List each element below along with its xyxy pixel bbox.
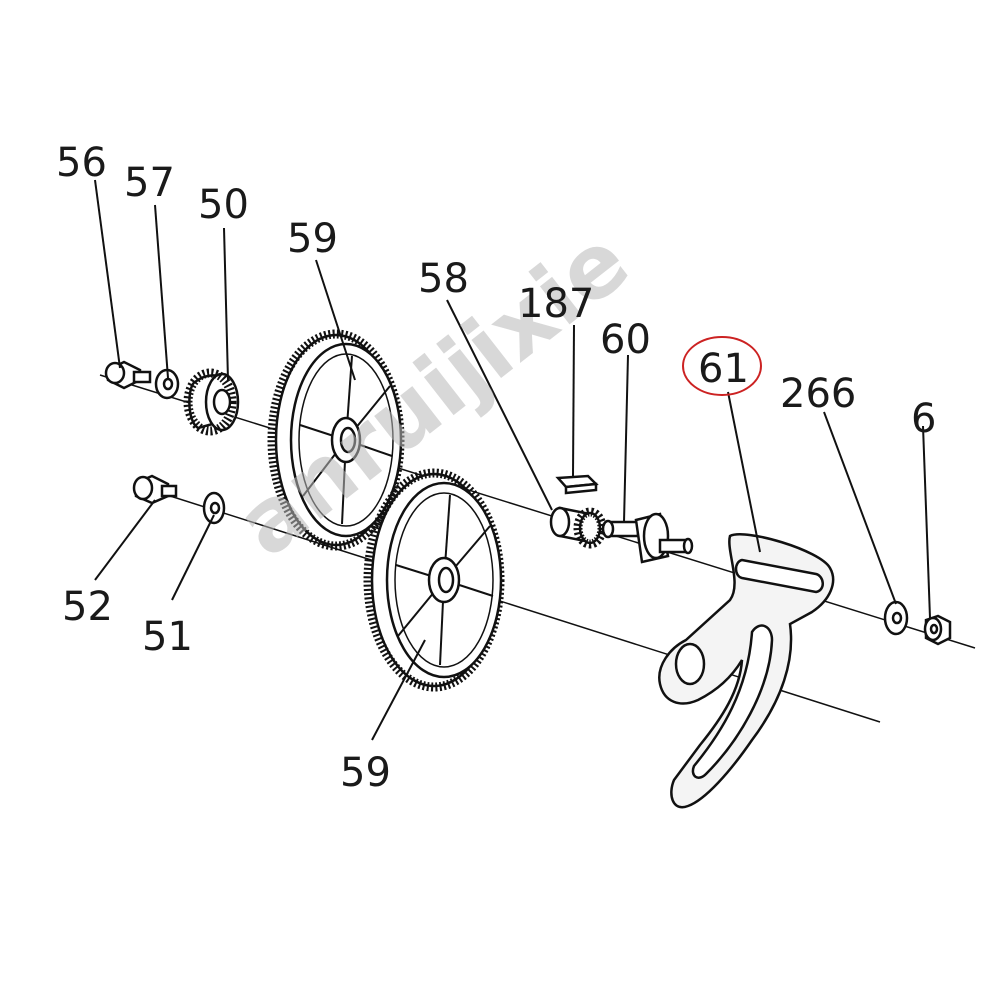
part-59-lower-gear bbox=[363, 468, 505, 692]
assembly-axis-lines bbox=[99, 374, 976, 723]
callout-60: 60 bbox=[600, 317, 651, 363]
part-266-washer bbox=[883, 600, 909, 636]
callout-61-highlight-circle bbox=[682, 336, 762, 396]
callout-59-upper: 59 bbox=[287, 216, 338, 262]
part-187-key bbox=[555, 474, 599, 495]
callout-61: 61 bbox=[698, 346, 749, 392]
leader-lines bbox=[94, 179, 931, 741]
callout-56: 56 bbox=[56, 140, 107, 186]
part-58-bushing bbox=[549, 506, 607, 549]
part-50-pinion-gear bbox=[183, 368, 240, 436]
callout-labels: 56 57 50 59 58 187 60 61 266 6 52 51 59 bbox=[56, 140, 936, 796]
callout-187: 187 bbox=[518, 281, 594, 327]
part-56-screw bbox=[104, 360, 152, 390]
part-59-upper-gear bbox=[267, 329, 405, 551]
callout-58: 58 bbox=[418, 256, 469, 302]
callout-57: 57 bbox=[124, 160, 175, 206]
callout-266: 266 bbox=[780, 371, 856, 417]
callout-59-lower: 59 bbox=[340, 750, 391, 796]
part-51-washer bbox=[202, 491, 226, 525]
callout-50: 50 bbox=[198, 182, 249, 228]
part-52-screw bbox=[132, 474, 178, 505]
part-6-hex-nut bbox=[923, 614, 952, 646]
callout-6: 6 bbox=[911, 396, 936, 442]
callout-51: 51 bbox=[142, 614, 193, 660]
callout-52: 52 bbox=[62, 584, 113, 630]
part-61-bracket bbox=[658, 533, 835, 809]
part-60-shaft bbox=[601, 512, 694, 564]
